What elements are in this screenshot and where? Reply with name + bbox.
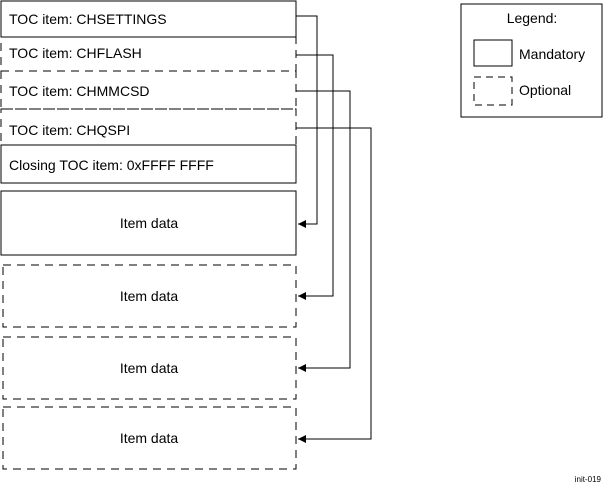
item-data-block-1: Item data bbox=[0, 190, 297, 256]
toc-item-chmmcsd: TOC item: CHMMCSD bbox=[0, 70, 297, 110]
item-data-block-3: Item data bbox=[2, 336, 297, 400]
item-data-box bbox=[2, 336, 297, 400]
toc-item-label: TOC item: CHMMCSD bbox=[9, 83, 150, 99]
connector-chmmcsd bbox=[296, 90, 351, 372]
item-data-label: Item data bbox=[120, 430, 179, 446]
toc-item-chqspi: TOC item: CHQSPI bbox=[0, 108, 297, 146]
toc-item-box bbox=[0, 144, 297, 184]
item-data-block-2: Item data bbox=[2, 264, 297, 328]
connector-chqspi bbox=[296, 127, 372, 443]
figure-id: init-019 bbox=[575, 475, 602, 484]
toc-item-label: TOC item: CHQSPI bbox=[9, 122, 130, 138]
toc-item-chflash: TOC item: CHFLASH bbox=[0, 36, 297, 72]
toc-item-closing: Closing TOC item: 0xFFFF FFFF bbox=[0, 144, 297, 184]
item-data-box bbox=[0, 190, 297, 256]
item-data-box bbox=[2, 406, 297, 470]
toc-item-label: TOC item: CHFLASH bbox=[9, 45, 142, 61]
toc-item-label: TOC item: CHSETTINGS bbox=[9, 11, 167, 27]
item-data-label: Item data bbox=[120, 360, 179, 376]
item-data-label: Item data bbox=[120, 288, 179, 304]
legend-title: Legend: bbox=[507, 10, 558, 26]
legend-mandatory-label: Mandatory bbox=[519, 46, 585, 62]
item-data-label: Item data bbox=[120, 215, 179, 231]
legend: Legend: Mandatory Optional bbox=[460, 3, 603, 118]
legend-mandatory-swatch bbox=[473, 39, 513, 67]
legend-frame bbox=[460, 3, 603, 118]
toc-item-label: Closing TOC item: 0xFFFF FFFF bbox=[9, 157, 214, 173]
item-data-block-4: Item data bbox=[2, 406, 297, 470]
legend-optional-label: Optional bbox=[519, 82, 571, 98]
legend-optional-swatch bbox=[473, 76, 513, 106]
item-data-box bbox=[2, 264, 297, 328]
connector-chflash bbox=[296, 54, 334, 300]
connector-chsettings bbox=[296, 15, 318, 228]
toc-item-chsettings: TOC item: CHSETTINGS bbox=[0, 0, 297, 38]
